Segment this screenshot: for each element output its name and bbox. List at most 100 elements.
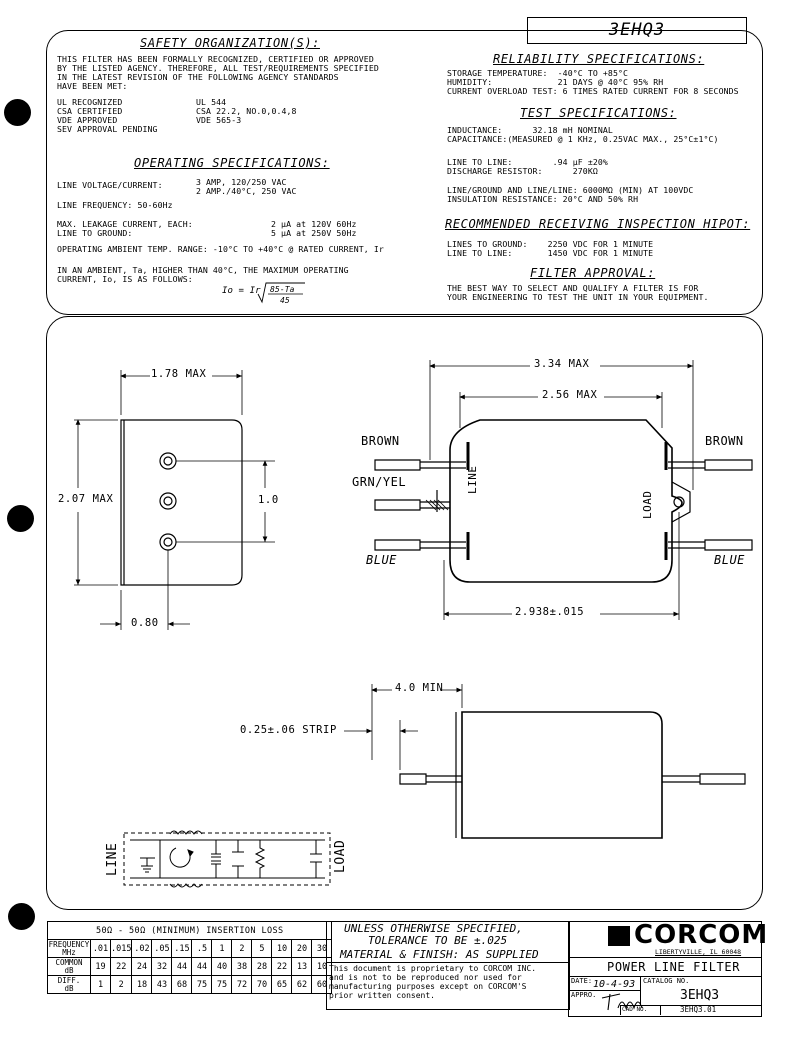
common-cell: 22	[271, 957, 293, 976]
schematic-label-line: LINE	[105, 842, 120, 876]
leakage-label-1: MAX. LEAKAGE CURRENT, EACH:	[57, 219, 193, 229]
diff-cell: 72	[231, 975, 253, 994]
leakage-value-1: 2 µA at 120V 60Hz	[271, 219, 357, 229]
corcom-logo-icon	[608, 926, 630, 946]
line-voltage-value-1: 3 AMP, 120/250 VAC	[196, 177, 287, 187]
dim-lead-length: 4.0 MIN	[395, 682, 444, 694]
drawing-date: 10-4-93	[593, 979, 636, 990]
specifications-panel	[46, 30, 763, 315]
freqs-cell: .01	[90, 939, 111, 958]
tolerance-note-1: UNLESS OTHERWISE SPECIFIED,	[344, 922, 523, 935]
common-cell: 44	[171, 957, 193, 976]
cad-number: 3EHQ3.01	[680, 1005, 717, 1014]
freqs-cell: 20	[291, 939, 313, 958]
common-cell: 40	[211, 957, 233, 976]
agency-name: SEV APPROVAL PENDING	[57, 124, 158, 134]
freqs-cell: .015	[109, 939, 133, 958]
freqs-cell: 5	[251, 939, 273, 958]
ambient-range: OPERATING AMBIENT TEMP. RANGE: -10°C TO …	[57, 244, 384, 254]
ambient-note-2: CURRENT, Io, IS AS FOLLOWS:	[57, 274, 193, 284]
common-cell: 28	[251, 957, 273, 976]
dim-strip-length: 0.25±.06 STRIP	[240, 724, 337, 736]
line-voltage-label: LINE VOLTAGE/CURRENT:	[57, 180, 163, 190]
insertion-loss-title: 50Ω - 50Ω (MINIMUM) INSERTION LOSS	[46, 921, 333, 940]
company-city: LIBERTYVILLE, IL 60048	[655, 948, 742, 956]
hipot-heading: RECOMMENDED RECEIVING INSPECTION HIPOT:	[445, 217, 751, 231]
diff-cell: 60	[311, 975, 333, 994]
freqs-cell: .02	[131, 939, 153, 958]
ambient-note-1: IN AN AMBIENT, Ta, HIGHER THAN 40°C, THE…	[57, 265, 349, 275]
notes-block	[326, 921, 570, 1010]
diff-cell: 1	[90, 975, 111, 994]
wire-label-ground: GRN/YEL	[352, 475, 407, 489]
leakage-label-2: LINE TO GROUND:	[57, 228, 133, 238]
diff-cell: 75	[191, 975, 213, 994]
insertion-loss-table: 50Ω - 50Ω (MINIMUM) INSERTION LOSS FREQU…	[46, 921, 333, 994]
diff-cell: 18	[131, 975, 153, 994]
material-note: MATERIAL & FINISH: AS SUPPLIED	[340, 948, 539, 961]
punch-hole-top	[4, 99, 31, 126]
diff-cell: 62	[291, 975, 313, 994]
dim-terminal-offset: 0.80	[131, 617, 159, 629]
agency-name: UL RECOGNIZED	[57, 97, 123, 107]
punch-hole-bottom	[8, 903, 35, 930]
diff-cell: 2	[109, 975, 133, 994]
schematic-label-load: LOAD	[333, 839, 348, 873]
agency-name: CSA CERTIFIED	[57, 106, 123, 116]
side-label-load: LOAD	[641, 490, 654, 520]
dim-mounting-hole: 2.938±.015	[515, 606, 585, 618]
punch-hole-middle	[7, 505, 34, 532]
dim-overall-width: 3.34 MAX	[534, 358, 590, 370]
line-frequency: LINE FREQUENCY: 50-60Hz	[57, 200, 173, 210]
reliability-heading: RELIABILITY SPECIFICATIONS:	[493, 52, 705, 66]
dim-terminal-spacing: 1.0	[258, 494, 279, 506]
freqs-cell: .05	[151, 939, 173, 958]
operating-heading: OPERATING SPECIFICATIONS:	[134, 156, 330, 170]
top-view	[374, 360, 753, 620]
side-label-line: LINE	[466, 465, 479, 495]
approval-signature	[601, 993, 643, 1011]
common-cell: 32	[151, 957, 173, 976]
diff-cell: 65	[271, 975, 293, 994]
diff-cell: 75	[211, 975, 233, 994]
freqs-cell: .15	[171, 939, 193, 958]
side-view	[74, 370, 275, 630]
agency-standard: UL 544	[196, 97, 227, 107]
diff-cell: 70	[251, 975, 273, 994]
front-view	[344, 684, 746, 839]
leakage-value-2: 5 µA at 250V 50Hz	[271, 228, 357, 238]
schematic-diagram	[123, 830, 331, 888]
approval-heading: FILTER APPROVAL:	[530, 266, 656, 280]
company-logo: CORCOM	[634, 920, 769, 950]
common-cell: 19	[90, 957, 111, 976]
safety-heading: SAFETY ORGANIZATION(S):	[140, 36, 320, 50]
product-name: POWER LINE FILTER	[607, 960, 741, 974]
dim-width-side: 1.78 MAX	[151, 368, 207, 380]
wire-label-blue-line: BLUE	[366, 553, 397, 567]
agency-standard: VDE 565-3	[196, 115, 242, 125]
title-block	[568, 921, 762, 1017]
freqs-cell: 1	[211, 939, 233, 958]
drawing-panel	[46, 316, 763, 910]
wire-label-blue-load: BLUE	[714, 553, 745, 567]
freqs-cell: .5	[191, 939, 213, 958]
common-cell: 13	[291, 957, 313, 976]
test-heading: TEST SPECIFICATIONS:	[520, 106, 677, 120]
tolerance-note-2: TOLERANCE TO BE ±.025	[368, 934, 508, 947]
dim-height-side: 2.07 MAX	[58, 493, 114, 505]
agency-name: VDE APPROVED	[57, 115, 118, 125]
wire-label-brown-load: BROWN	[705, 434, 744, 448]
common-cell: 44	[191, 957, 213, 976]
diff-cell: 68	[171, 975, 193, 994]
common-cell: 38	[231, 957, 253, 976]
agency-standard: CSA 22.2, NO.0,0.4,8	[196, 106, 297, 116]
common-cell: 22	[109, 957, 133, 976]
freqs-cell: 2	[231, 939, 253, 958]
freqs-cell: 30	[311, 939, 333, 958]
wire-label-brown-line: BROWN	[361, 434, 400, 448]
dim-body-width: 2.56 MAX	[542, 389, 598, 401]
